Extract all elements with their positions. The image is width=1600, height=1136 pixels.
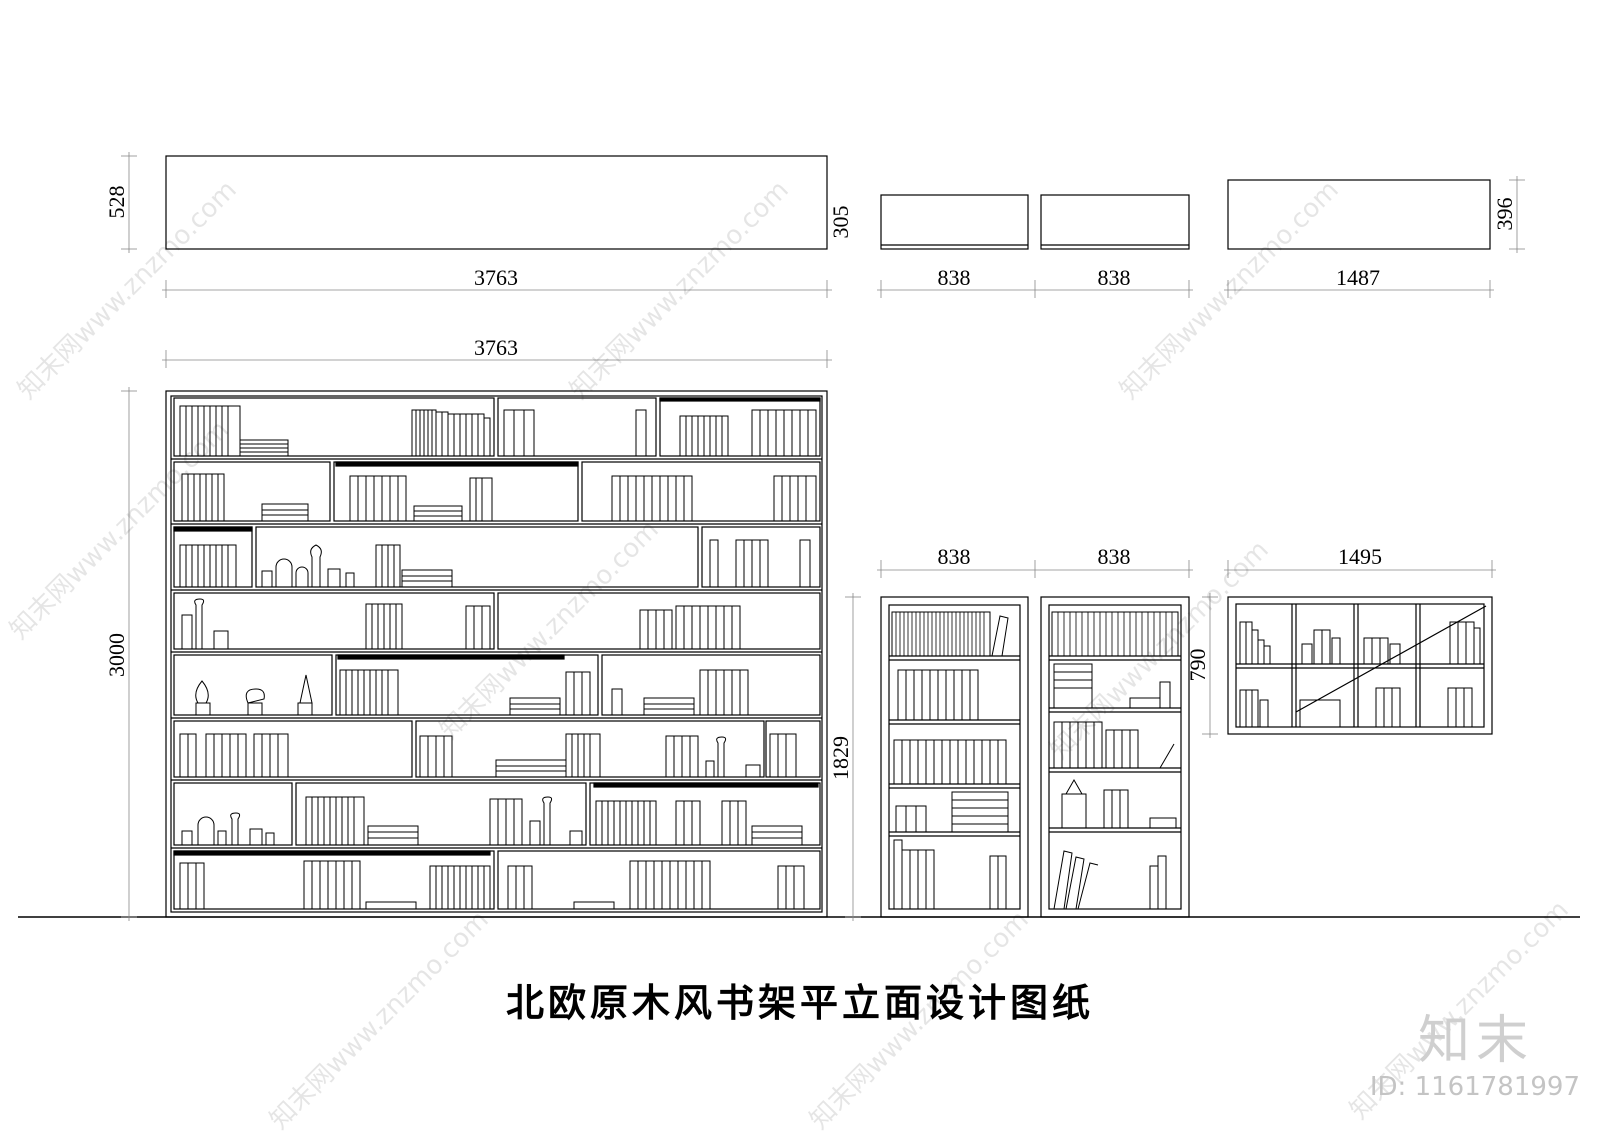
plan-main-width-label: 3763 xyxy=(474,265,518,290)
plan-wall-shelf xyxy=(1227,179,1491,250)
elevation-main-bookcase xyxy=(165,390,828,918)
drawing-title: 北欧原木风书架平立面设计图纸 xyxy=(505,981,1094,1025)
elevation-small-bookcase-a xyxy=(880,596,1029,918)
watermark-id: ID: 1161781997 xyxy=(1369,1072,1580,1102)
elev-wall-width-label: 1495 xyxy=(1338,544,1382,569)
plan-wall-depth-label: 396 xyxy=(1492,198,1517,231)
elev-small-height-label: 1829 xyxy=(828,736,853,780)
elev-small-a-width-label: 838 xyxy=(938,544,971,569)
plan-view xyxy=(121,152,1525,298)
plan-main-depth-label: 528 xyxy=(104,186,129,219)
elev-main-width-label: 3763 xyxy=(474,335,518,360)
plan-small-depth-label: 305 xyxy=(828,206,853,239)
elevation-wall-shelf xyxy=(1227,596,1493,735)
watermark-logo: 知末 xyxy=(1417,1011,1534,1071)
plan-small-a-width-label: 838 xyxy=(938,265,971,290)
plan-small-b-width-label: 838 xyxy=(1098,265,1131,290)
plan-wall-width-label: 1487 xyxy=(1336,265,1380,290)
plan-small-shelf-a xyxy=(880,194,1029,250)
plan-main-shelf xyxy=(165,155,828,250)
elev-small-b-width-label: 838 xyxy=(1098,544,1131,569)
plan-small-shelf-b xyxy=(1040,194,1190,250)
elev-wall-height-label: 790 xyxy=(1185,649,1210,682)
elevation-small-bookcase-b xyxy=(1040,596,1190,918)
elev-main-height-label: 3000 xyxy=(104,633,129,677)
